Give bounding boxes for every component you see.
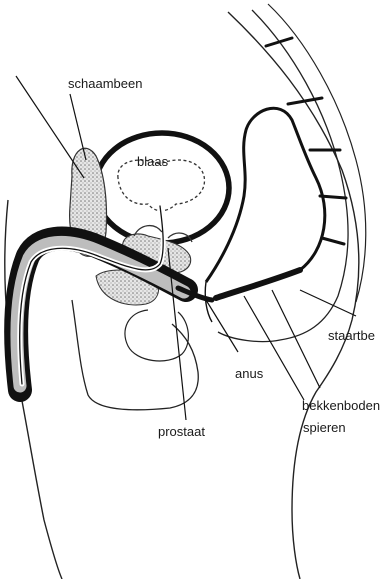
label-staartbeen: staartbe [328,328,375,343]
pelvic-floor [216,270,300,298]
label-prostaat: prostaat [158,424,205,439]
vertebrae [266,38,346,244]
spine-outline [268,4,366,302]
label-schaambeen: schaambeen [68,76,142,91]
label-bekkenbodem-1: bekkenboden [302,398,380,413]
rectum [206,108,325,282]
label-blaas: blaas [137,154,169,169]
label-anus: anus [235,366,264,381]
label-bekkenbodem-2: spieren [303,420,346,435]
back-outline [228,12,359,579]
